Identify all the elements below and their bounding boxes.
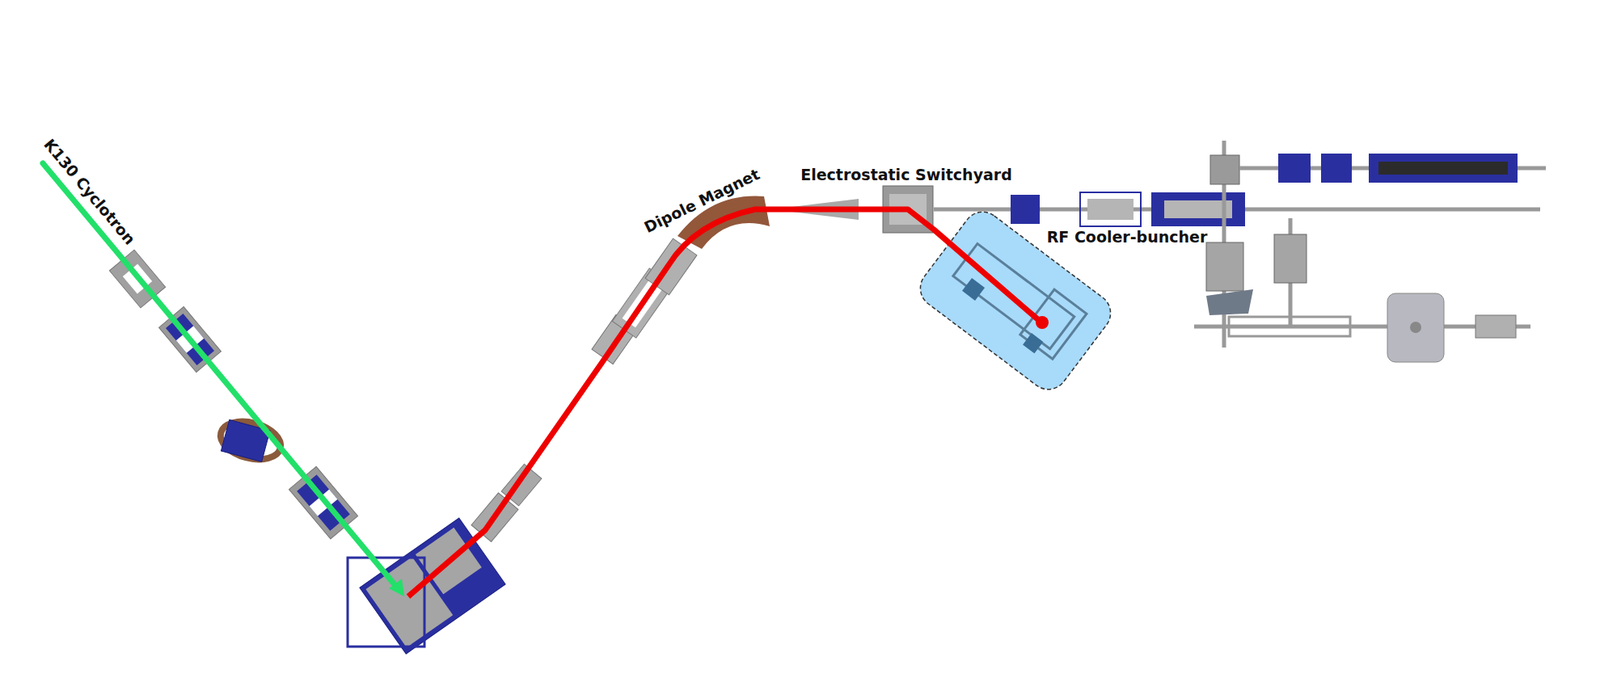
primary-beam-head <box>388 578 405 597</box>
quadrupole <box>1321 153 1352 183</box>
end-station <box>1475 315 1516 338</box>
switching-magnet <box>359 518 506 655</box>
part-label: Electrostatic Switchyard <box>798 165 1014 184</box>
part-label: RF Cooler-buncher <box>1045 227 1210 246</box>
beam-element <box>1087 198 1134 220</box>
beam-endpoint <box>1035 316 1049 330</box>
label-holder: RF Cooler-buncher <box>1045 227 1210 246</box>
vacuum-chamber <box>1206 242 1244 292</box>
label-holder: Electrostatic Switchyard <box>798 165 1014 184</box>
trap-core <box>1378 161 1508 175</box>
detector-housing <box>1206 289 1254 316</box>
quadrupole <box>1278 153 1311 183</box>
cross-chamber <box>1210 155 1240 185</box>
cooler-buncher-core <box>1164 200 1233 219</box>
primary-beam <box>42 163 398 589</box>
quadrupole <box>1010 194 1040 224</box>
machine-label: K130 Cyclotron <box>39 134 140 250</box>
spectrometer <box>1387 293 1444 363</box>
cooler-buncher <box>1151 192 1246 227</box>
spectrometer-port <box>1410 321 1422 334</box>
trap-magnet <box>1368 153 1518 183</box>
label-holder: K130 Cyclotron <box>39 134 140 250</box>
beam-element <box>1080 192 1141 227</box>
secondary-beam <box>408 209 1041 597</box>
vacuum-chamber <box>1274 234 1307 283</box>
beam-element <box>1228 316 1351 337</box>
